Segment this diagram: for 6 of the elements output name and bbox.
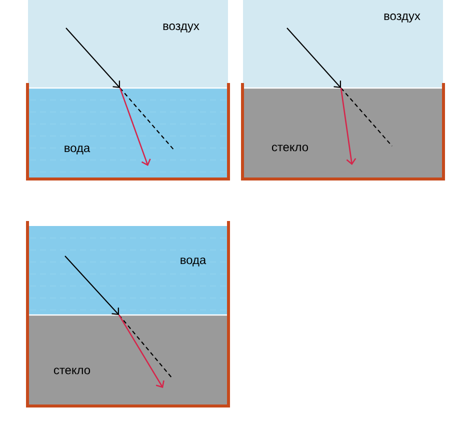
medium-label: воздух: [163, 24, 200, 32]
medium-label: вода: [180, 258, 206, 266]
medium-label: стекло: [272, 144, 308, 152]
medium-label: воздух: [384, 14, 420, 22]
medium-label: стекло: [54, 368, 90, 374]
medium-label: вода: [64, 146, 90, 154]
